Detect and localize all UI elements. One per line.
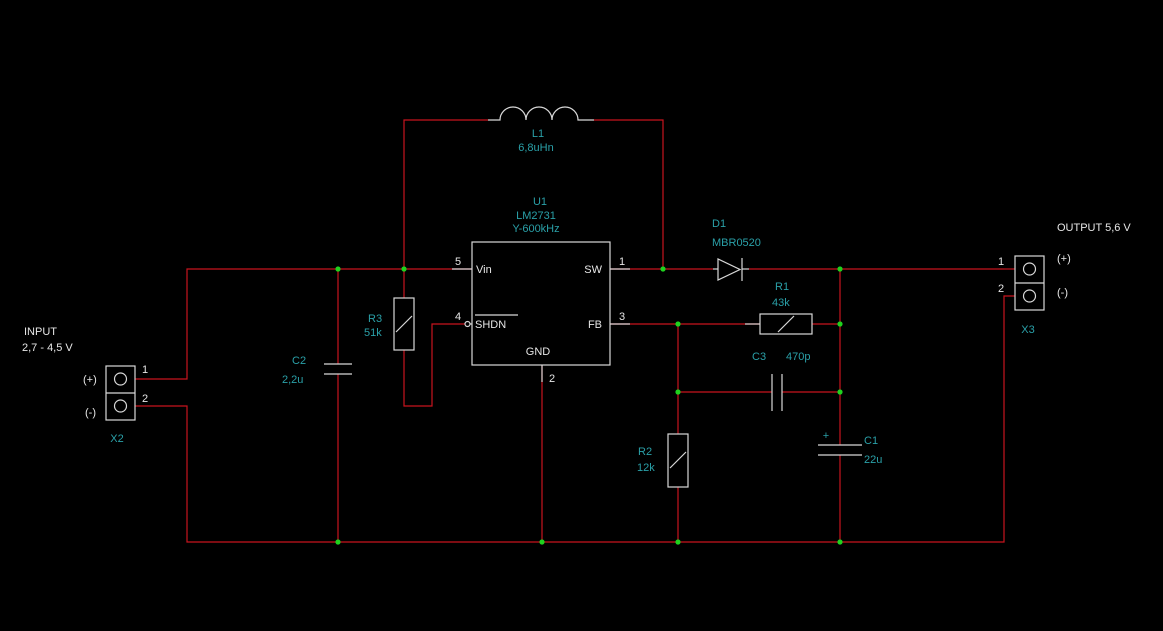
x3-label-negative: (-) [1057,287,1068,299]
r2-variable-mark [669,451,687,469]
capacitor-c2[interactable]: C2 2,2u [282,355,352,386]
resistor-r2[interactable]: R2 12k [637,433,689,488]
r2-body [667,433,689,488]
c1-value: 22u [864,454,882,466]
wires [135,119,1015,543]
junction-dot [675,321,681,327]
x3-label-positive: (+) [1057,253,1071,265]
u1-pinnum-shdn: 4 [455,311,461,323]
r3-value: 51k [364,327,382,339]
junction-dot [837,539,843,545]
capacitor-c1[interactable]: + C1 22u [818,430,882,466]
x2-pinnum-1: 1 [142,364,148,376]
u1-designator: U1 [533,196,547,208]
r1-value: 43k [772,297,790,309]
u1-label-vin: Vin [476,264,492,276]
u1-label-gnd: GND [526,346,551,358]
x2-designator: X2 [110,433,123,445]
resistor-r3[interactable]: R3 51k [364,297,415,351]
c1-polarity: + [823,430,829,442]
junction-dot [675,539,681,545]
u1-label-sw: SW [584,264,602,276]
x2-terminal-2 [113,399,128,413]
u1-label-shdn: SHDN [475,319,506,331]
u1-pinnum-sw: 1 [619,256,625,268]
u1-label-fb: FB [588,319,602,331]
r2-designator: R2 [638,446,652,458]
junction-dot [335,539,341,545]
wire-l1-left [403,119,488,269]
inductor-coil-icon [488,106,594,121]
c2-designator: C2 [292,355,306,367]
u1-part: LM2731 [516,210,556,222]
d1-value: MBR0520 [712,237,761,249]
connector-x2[interactable]: INPUT 2,7 - 4,5 V (+) (-) 1 2 X2 [22,326,148,445]
wire-ground-rail [135,295,1015,543]
shdn-inverter-bubble [464,320,471,328]
d1-designator: D1 [712,218,726,230]
u1-pinnum-gnd: 2 [549,373,555,385]
junction-dot [675,389,681,395]
r1-body [759,313,813,335]
c1-designator: C1 [864,435,878,447]
r1-variable-mark [777,315,795,333]
output-title: OUTPUT 5,6 V [1057,222,1131,234]
wire-l1-right [594,119,664,269]
junction-dot [837,266,843,272]
input-voltage-range: 2,7 - 4,5 V [22,342,73,354]
r3-designator: R3 [368,313,382,325]
x2-terminal-1 [113,372,128,386]
connector-x3[interactable]: OUTPUT 5,6 V 1 2 (+) (-) X3 [998,222,1131,336]
l1-value: 6,8uHn [518,142,553,154]
input-title: INPUT [24,326,57,338]
junction-dot [660,266,666,272]
r3-body [393,297,415,351]
u1-pinnum-vin: 5 [455,256,461,268]
junction-dot [401,266,407,272]
x2-label-positive: (+) [83,374,97,386]
x3-terminal-2 [1022,289,1037,303]
c3-designator: C3 [752,351,766,363]
u1-variant: Y-600kHz [512,223,559,235]
junctions [335,266,843,545]
junction-dot [335,266,341,272]
x3-terminal-1 [1022,262,1037,276]
r2-value: 12k [637,462,655,474]
l1-designator: L1 [532,128,544,140]
diode-triangle-icon [717,258,742,281]
u1-pinnum-fb: 3 [619,311,625,323]
x3-designator: X3 [1021,324,1034,336]
x2-pinnum-2: 2 [142,393,148,405]
diode-d1[interactable]: D1 MBR0520 [712,218,761,281]
junction-dot [837,321,843,327]
resistor-r1[interactable]: R1 43k [745,281,813,335]
r1-designator: R1 [775,281,789,293]
c3-value: 470p [786,351,810,363]
capacitor-c3[interactable]: C3 470p [752,351,810,411]
c2-value: 2,2u [282,374,303,386]
wire-input-positive [135,268,472,380]
junction-dot [539,539,545,545]
x3-pinnum-1: 1 [998,256,1004,268]
ic-u1[interactable]: U1 LM2731 Y-600kHz Vin SHDN SW FB GND 5 … [452,196,630,385]
junction-dot [837,389,843,395]
wire-r3-shdn [403,323,465,407]
u1-body [471,241,611,366]
x3-pinnum-2: 2 [998,283,1004,295]
r3-variable-mark [395,315,413,333]
x2-label-negative: (-) [85,407,96,419]
inductor-l1[interactable]: L1 6,8uHn [488,106,594,154]
